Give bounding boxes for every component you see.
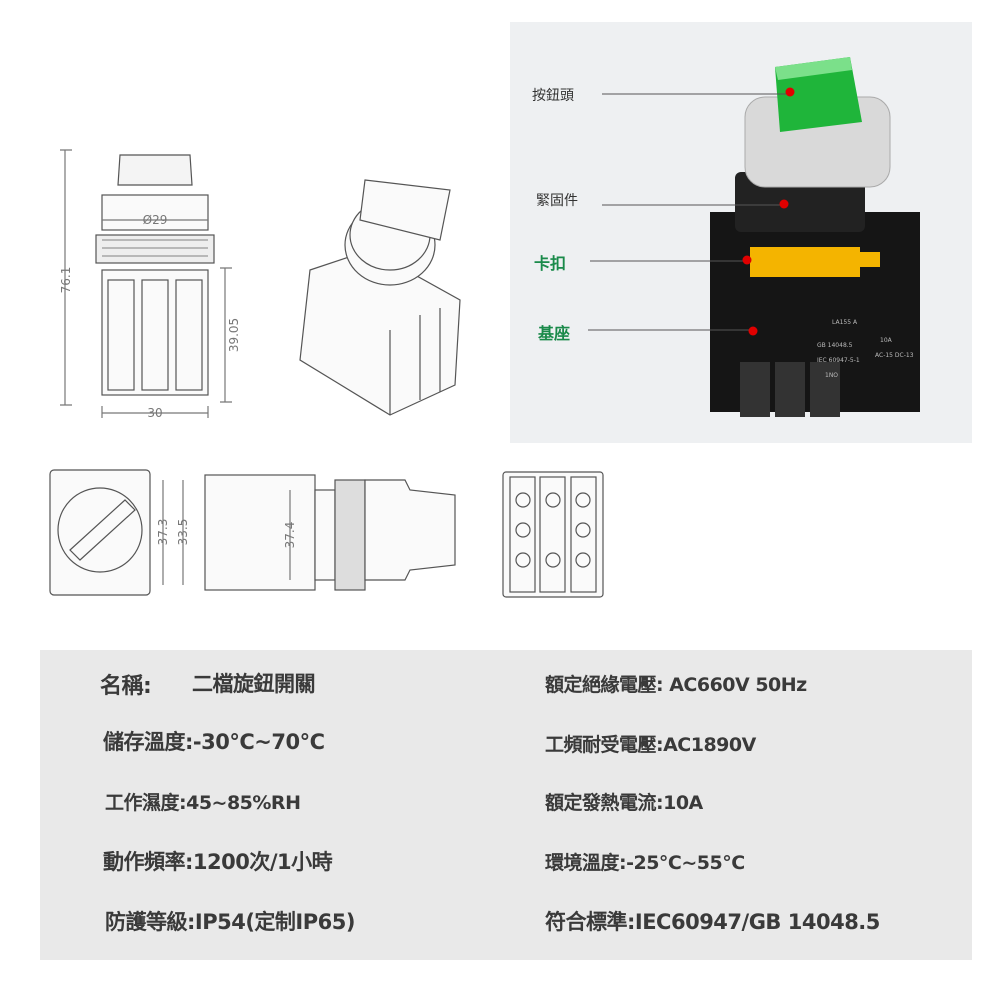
spec-insulation-voltage: 額定絕緣電壓: AC660V 50Hz bbox=[545, 674, 807, 696]
label-1no: 1NO bbox=[825, 372, 838, 379]
spec-name-label: 名稱: bbox=[100, 674, 152, 699]
spec-name-value: 二檔旋鈕開關 bbox=[192, 672, 316, 696]
callout-button-head: 按鈕頭 bbox=[532, 88, 574, 104]
spec-withstand-voltage: 工頻耐受電壓:AC1890V bbox=[545, 734, 756, 756]
label-10a: 10A bbox=[880, 337, 893, 344]
dim-76-1: 76.1 bbox=[59, 267, 73, 294]
dim-30: 30 bbox=[147, 406, 162, 420]
side-view-drawing: 37.3 33.5 37.4 bbox=[49, 469, 456, 596]
spec-humidity: 工作濕度:45~85%RH bbox=[105, 792, 301, 814]
spec-protection: 防護等級:IP54(定制IP65) bbox=[105, 910, 355, 934]
spec-operation-frequency: 動作頻率:1200次/1小時 bbox=[103, 850, 333, 874]
specs-panel: 名稱: 二檔旋鈕開關 儲存溫度:-30°C~70°C 工作濕度:45~85%RH… bbox=[40, 650, 972, 960]
callout-base: 基座 bbox=[538, 324, 571, 343]
dim-diameter-29: Ø29 bbox=[143, 213, 168, 227]
dim-39-05: 39.05 bbox=[227, 318, 241, 352]
front-view-drawing: 76.1 Ø29 39.05 30 bbox=[59, 149, 241, 420]
callout-clip: 卡扣 bbox=[534, 254, 567, 273]
back-view-drawing bbox=[502, 471, 604, 598]
dim-33-5: 33.5 bbox=[176, 519, 190, 546]
label-gb: GB 14048.5 bbox=[817, 342, 853, 349]
product-photo: LA155 A GB 14048.5 IEC 60947-5-1 10A AC-… bbox=[510, 22, 972, 443]
label-model: LA155 A bbox=[832, 319, 858, 326]
spec-thermal-current: 額定發熱電流:10A bbox=[545, 792, 703, 814]
spec-standard: 符合標準:IEC60947/GB 14048.5 bbox=[545, 910, 880, 934]
label-iec: IEC 60947-5-1 bbox=[817, 357, 860, 364]
isometric-drawing bbox=[299, 179, 461, 416]
spec-storage-temp: 儲存溫度:-30°C~70°C bbox=[103, 730, 325, 754]
spec-ambient-temp: 環境溫度:-25°C~55°C bbox=[545, 852, 745, 874]
dim-37-3: 37.3 bbox=[156, 519, 170, 546]
callout-fastener: 緊固件 bbox=[536, 193, 578, 209]
label-ac15: AC-15 DC-13 bbox=[875, 352, 914, 359]
dim-37-4: 37.4 bbox=[283, 522, 297, 549]
